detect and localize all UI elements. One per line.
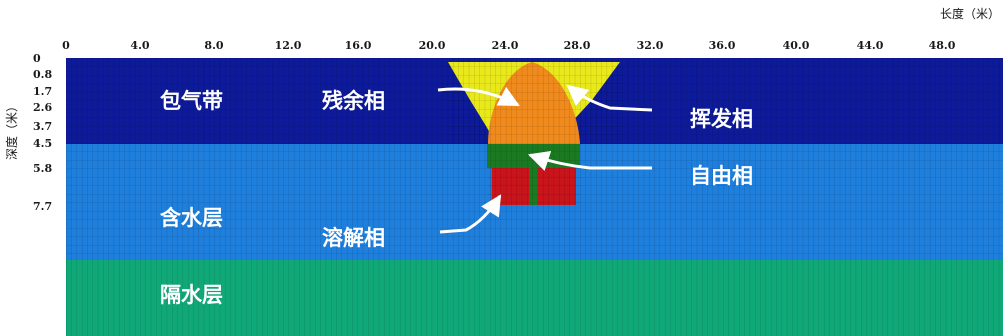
x-tick-label: 24.0	[492, 39, 519, 52]
x-tick-labels: 0 4.0 8.0 12.0 16.0 20.0 24.0 28.0 32.0 36.0 40.0 4…	[62, 39, 956, 52]
x-tick-label: 20.0	[419, 39, 446, 52]
aquitard-label: 隔水层	[160, 283, 223, 307]
x-tick-label: 0	[62, 39, 70, 52]
x-tick-label: 16.0	[345, 39, 372, 52]
x-tick-label: 48.0	[929, 39, 956, 52]
y-tick-label: 4.5	[33, 137, 52, 150]
x-axis-title: 长度（米）	[940, 6, 1000, 21]
y-axis-title: 深度（米）	[4, 100, 19, 160]
y-tick-label: 0	[33, 52, 41, 65]
x-tick-label: 8.0	[204, 39, 223, 52]
x-tick-label: 12.0	[275, 39, 302, 52]
volatile-phase-label: 挥发相	[690, 107, 753, 131]
aquifer-label: 含水层	[160, 206, 223, 230]
residual-phase-label: 残余相	[322, 89, 385, 113]
mesh-grid-lower	[66, 260, 1003, 336]
y-tick-label: 7.7	[33, 200, 52, 213]
dissolved-arrow	[439, 194, 502, 234]
y-tick-labels: 0 0.8 1.7 2.6 3.7 4.5 5.8 7.7	[33, 52, 52, 213]
vadose-zone-label: 包气带	[160, 89, 223, 113]
y-tick-label: 0.8	[33, 68, 52, 81]
free-phase-label: 自由相	[690, 164, 753, 188]
x-tick-label: 32.0	[637, 39, 664, 52]
x-tick-label: 36.0	[709, 39, 736, 52]
dissolved-phase-label: 溶解相	[322, 226, 385, 250]
phase-grid	[487, 144, 580, 205]
x-tick-label: 4.0	[130, 39, 149, 52]
pointer-arrows	[437, 84, 653, 234]
free-arrow	[528, 151, 652, 171]
residual-arrow	[437, 86, 520, 107]
residual-grid	[448, 62, 620, 144]
y-tick-label: 1.7	[33, 85, 52, 98]
y-tick-label: 3.7	[33, 120, 52, 133]
y-tick-label: 2.6	[33, 101, 52, 114]
x-tick-label: 40.0	[783, 39, 810, 52]
x-tick-label: 28.0	[564, 39, 591, 52]
x-tick-label: 44.0	[857, 39, 884, 52]
volatile-arrow	[566, 84, 653, 112]
y-tick-label: 5.8	[33, 162, 52, 175]
